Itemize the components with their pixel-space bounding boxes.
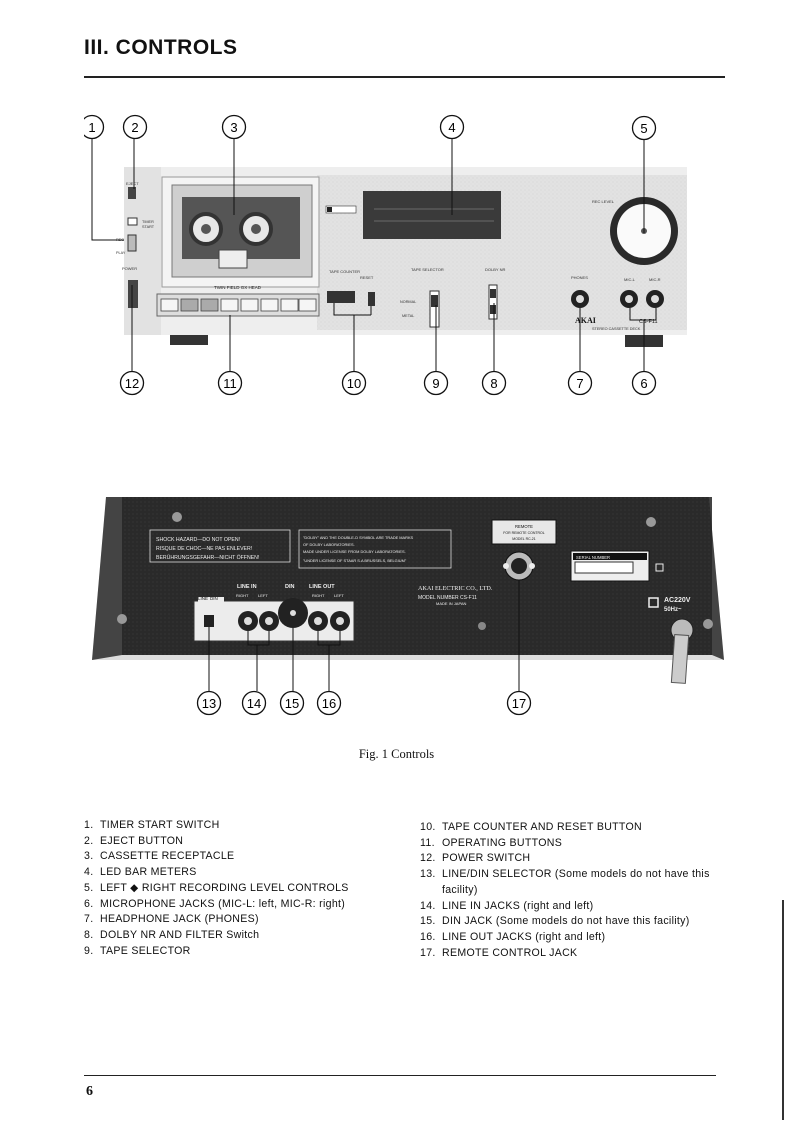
controls-list-left: 1.TIMER START SWITCH 2.EJECT BUTTON 3.CA… [84, 818, 384, 959]
din-selector-label: DIN [210, 596, 218, 601]
callout-14: 14 [247, 696, 261, 711]
callout-17: 17 [512, 696, 526, 711]
callout-16: 16 [322, 696, 336, 711]
rec-level-label: REC LEVEL [592, 199, 615, 204]
list-item: 15.DIN JACK (Some models do not have thi… [420, 915, 690, 928]
warning-line-2: RISQUE DE CHOC—NE PAS ENLEVER! [156, 546, 252, 552]
callout-5: 5 [640, 121, 647, 136]
line-in-label: LINE IN [237, 584, 257, 590]
rear-callouts: 13 14 15 16 17 [196, 690, 532, 716]
ac-voltage-label: AC220V [664, 597, 691, 604]
dolby-nr-label: DOLBY NR [485, 267, 505, 272]
controls-list-right: 10.TAPE COUNTER AND RESET BUTTON 11.OPER… [420, 820, 720, 961]
line-label: LINE [198, 596, 208, 601]
list-item: 9.TAPE SELECTOR [84, 944, 191, 957]
callout-1: 1 [88, 120, 95, 135]
line-out-right-label: RIGHT [312, 593, 325, 598]
list-item: 13.LINE/DIN SELECTOR (Some models do not… [420, 868, 710, 896]
svg-text:START: START [142, 225, 155, 229]
reset-label: RESET [360, 275, 374, 280]
din-jack-label: DIN [285, 584, 295, 590]
list-item: 17.REMOTE CONTROL JACK [420, 946, 578, 959]
list-item: 7.HEADPHONE JACK (PHONES) [84, 913, 259, 926]
front-callouts-top: 1 2 3 4 5 [84, 114, 657, 141]
list-item: 1.TIMER START SWITCH [84, 819, 220, 831]
deck-desc-label: STEREO CASSETTE DECK [592, 327, 641, 331]
callout-2: 2 [131, 120, 138, 135]
list-item: 4.LED BAR METERS [84, 866, 197, 879]
dolby-line-2: OF DOLBY LABORATORIES. [303, 542, 355, 547]
tape-selector-label: TAPE SELECTOR [411, 267, 444, 272]
play-label: PLAY [116, 251, 126, 255]
dolby-line-1: "DOLBY" AND THE DOUBLE-D SYMBOL ARE TRAD… [303, 535, 414, 540]
callout-4: 4 [448, 120, 455, 135]
phones-label: PHONES [571, 275, 588, 280]
callout-7: 7 [576, 376, 583, 391]
warning-line-3: BERÜHRUNGSGEFAHR—NICHT ÖFFNEN! [156, 554, 259, 561]
list-item: 6.MICROPHONE JACKS (MIC-L: left, MIC-R: … [84, 897, 346, 910]
dolby-line-4: "UNDER LICENSE OF STAAR S.A BRUSSELS, BE… [303, 558, 407, 563]
list-item: 8.DOLBY NR AND FILTER Switch [84, 928, 260, 941]
front-panel-photo: TWIN FIELD GX HEAD EJECT TIMER START REC… [116, 167, 687, 347]
line-in-left-label: LEFT [258, 593, 268, 598]
controls-figure: TWIN FIELD GX HEAD EJECT TIMER START REC… [84, 105, 744, 735]
list-item: 3.CASSETTE RECEPTACLE [84, 850, 235, 863]
model-number-label: MODEL NUMBER CS-F11 [418, 595, 477, 601]
power-label: POWER [122, 266, 137, 271]
rear-panel-photo: SHOCK HAZARD—DO NOT OPEN! RISQUE DE CHOC… [92, 497, 724, 684]
made-in-label: MADE IN JAPAN [436, 601, 466, 606]
callout-10: 10 [347, 376, 361, 391]
akai-logo: AKAI [575, 316, 596, 325]
callout-12: 12 [125, 376, 139, 391]
normal-label: NORMAL [400, 300, 416, 304]
dolby-line-3: MADE UNDER LICENSE FROM DOLBY LABORATORI… [303, 549, 406, 554]
list-item: 12.POWER SWITCH [420, 852, 531, 865]
eject-label: EJECT [126, 181, 139, 186]
list-item: 10.TAPE COUNTER AND RESET BUTTON [420, 821, 643, 833]
list-item: 14.LINE IN JACKS (right and left) [420, 899, 594, 912]
list-item: 2.EJECT BUTTON [84, 834, 184, 847]
figure-caption: Fig. 1 Controls [358, 747, 435, 761]
remote-line-3: MODEL RC-21 [512, 537, 535, 541]
front-callouts-bottom: 12 11 10 9 8 7 6 [119, 370, 657, 396]
mic-l-label: MIC-L [624, 277, 636, 282]
model-label: CS-F11 [639, 319, 658, 325]
metal-label: METAL [402, 314, 414, 318]
line-in-right-label: RIGHT [236, 593, 249, 598]
binding-edge-line [782, 900, 784, 1120]
list-item: 16.LINE OUT JACKS (right and left) [420, 930, 606, 943]
timer-label: TIMER [142, 220, 154, 224]
serial-label: SERIAL NUMBER [576, 555, 610, 560]
page-number: 6 [86, 1084, 93, 1099]
list-item: 11.OPERATING BUTTONS [420, 836, 563, 849]
callout-13: 13 [202, 696, 216, 711]
callout-6: 6 [640, 376, 647, 391]
page-title: III. CONTROLS [84, 36, 238, 59]
maker-label: AKAI ELECTRIC CO., LTD. [418, 585, 493, 592]
header-rule [84, 76, 725, 78]
remote-line-1: REMOTE [515, 524, 533, 529]
line-out-label: LINE OUT [309, 584, 335, 590]
line-out-left-label: LEFT [334, 593, 344, 598]
callout-3: 3 [230, 120, 237, 135]
tape-counter-label: TAPE COUNTER [329, 269, 360, 274]
twin-field-label: TWIN FIELD GX HEAD [214, 285, 262, 290]
callout-15: 15 [285, 696, 299, 711]
list-item: 5.LEFT ◆ RIGHT RECORDING LEVEL CONTROLS [84, 881, 349, 894]
footer-rule [84, 1075, 716, 1076]
callout-9: 9 [432, 376, 439, 391]
callout-11: 11 [223, 376, 237, 391]
remote-line-2: FOR REMOTE CONTROL [503, 531, 544, 535]
warning-line-1: SHOCK HAZARD—DO NOT OPEN! [156, 537, 240, 543]
callout-8: 8 [490, 376, 497, 391]
ac-freq-label: 50Hz~ [664, 607, 682, 613]
mic-r-label: MIC-R [649, 277, 661, 282]
